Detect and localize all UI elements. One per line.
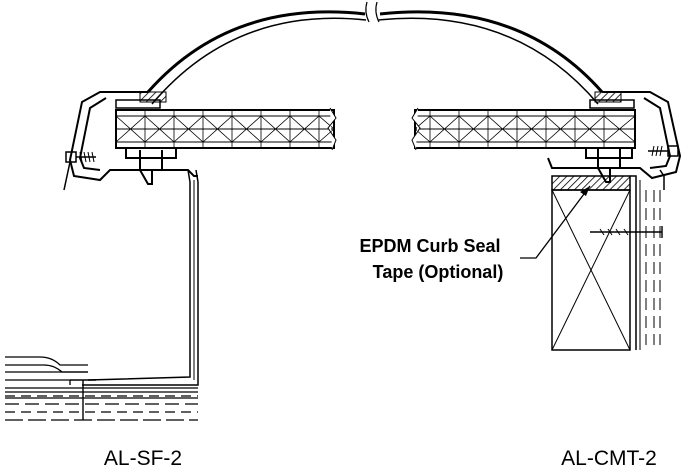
wood-curb [551,189,631,351]
left-frame-extrusion [63,91,198,191]
dome-inner-left [151,17,367,105]
right-fastener [648,145,679,157]
left-panel-break [327,107,337,151]
caption-right: AL-CMT-2 [561,447,657,470]
left-polycarbonate-panel [115,109,335,149]
left-flange [82,169,199,386]
right-curb-flashing [630,175,661,350]
epdm-curb-seal-tape [551,175,631,191]
caption-left: AL-SF-2 [104,447,182,470]
right-frame-extrusion [547,91,682,190]
callout-arrowhead [580,186,590,196]
right-polycarbonate-panel [414,109,636,149]
left-fastener [65,151,96,163]
break-symbol [365,1,380,23]
dome-inner-right [377,17,599,105]
left-deck-fastener [70,379,96,420]
callout-leader [520,185,591,259]
callout-label-line2: Tape (Optional) [373,262,504,282]
right-panel-break [411,107,421,151]
right-curb-screw [590,226,663,238]
dome [146,10,604,105]
left-roof-deck [5,356,198,421]
right-gasket [594,91,622,103]
dome-outer-left [146,10,366,93]
dome-outer-right [379,10,604,93]
left-gasket [139,91,167,103]
callout-label-line1: EPDM Curb Seal [359,236,500,256]
